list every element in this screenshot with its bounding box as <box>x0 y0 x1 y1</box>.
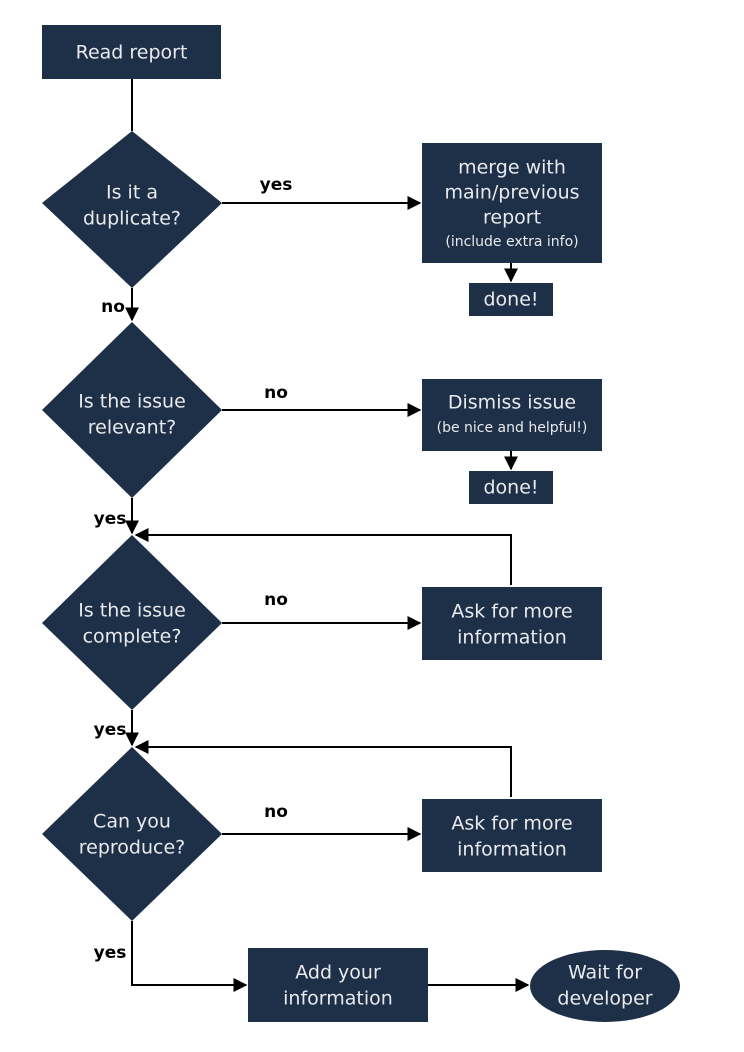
ask-more-1-label-line2: information <box>457 627 567 649</box>
dismiss-issue-label: Dismiss issue <box>448 392 576 414</box>
node-is-duplicate[interactable]: Is it a duplicate? <box>42 131 222 288</box>
done-dismiss-label: done! <box>483 477 538 499</box>
is-complete-label-line1: Is the issue <box>78 600 186 622</box>
wait-for-developer-label-line1: Wait for <box>568 962 642 984</box>
is-relevant-label-line2: relevant? <box>88 417 177 439</box>
edge-label-duplicate-no: no <box>101 297 125 317</box>
can-reproduce-diamond[interactable] <box>42 747 222 921</box>
merge-report-sublabel: (include extra info) <box>445 234 578 250</box>
merge-report-box[interactable] <box>422 143 602 263</box>
edge-label-relevant-yes: yes <box>94 509 127 529</box>
edge-label-reproduce-yes: yes <box>94 943 127 963</box>
ask-more-1-box[interactable] <box>422 587 602 660</box>
can-reproduce-label-line1: Can you <box>93 811 171 833</box>
node-dismiss-issue[interactable]: Dismiss issue (be nice and helpful!) <box>422 379 602 451</box>
edge-label-complete-yes: yes <box>94 720 127 740</box>
merge-report-label-line2: main/previous <box>444 182 579 204</box>
is-duplicate-diamond[interactable] <box>42 131 222 288</box>
add-information-label-line2: information <box>283 988 393 1010</box>
node-is-relevant[interactable]: Is the issue relevant? <box>42 322 222 498</box>
is-relevant-label-line1: Is the issue <box>78 391 186 413</box>
node-ask-more-2[interactable]: Ask for more information <box>422 799 602 872</box>
node-done-dismiss[interactable]: done! <box>469 471 553 504</box>
ask-more-2-label-line1: Ask for more <box>451 813 572 835</box>
edge-labels: yes no no yes no yes no yes <box>94 175 293 963</box>
is-complete-diamond[interactable] <box>42 535 222 710</box>
node-is-complete[interactable]: Is the issue complete? <box>42 535 222 710</box>
edge-ask-more-1-loopback <box>134 528 512 585</box>
node-read-report[interactable]: Read report <box>42 25 221 79</box>
is-relevant-diamond[interactable] <box>42 322 222 498</box>
wait-for-developer-label-line2: developer <box>557 988 652 1010</box>
connectors <box>125 79 530 992</box>
edge-label-reproduce-no: no <box>264 802 288 822</box>
node-add-information[interactable]: Add your information <box>248 948 428 1022</box>
done-merge-label: done! <box>483 289 538 311</box>
is-duplicate-label-line2: duplicate? <box>83 208 181 230</box>
can-reproduce-label-line2: reproduce? <box>79 837 186 859</box>
read-report-box[interactable] <box>42 25 221 79</box>
ask-more-2-label-line2: information <box>457 839 567 861</box>
edge-label-duplicate-yes: yes <box>260 175 293 195</box>
edge-reproduce-yes <box>131 921 248 992</box>
edge-label-complete-no: no <box>264 590 288 610</box>
ask-more-1-label-line1: Ask for more <box>451 601 572 623</box>
merge-report-label-line1: merge with <box>458 157 566 179</box>
node-merge-report[interactable]: merge with main/previous report (include… <box>422 143 602 263</box>
node-wait-for-developer[interactable]: Wait for developer <box>530 950 680 1022</box>
node-done-merge[interactable]: done! <box>469 283 553 316</box>
done-merge-box[interactable] <box>469 283 553 316</box>
wait-for-developer-ellipse[interactable] <box>530 950 680 1022</box>
dismiss-issue-sublabel: (be nice and helpful!) <box>437 420 588 436</box>
dismiss-issue-box[interactable] <box>422 379 602 451</box>
is-duplicate-label-line1: Is it a <box>106 182 158 204</box>
done-dismiss-box[interactable] <box>469 471 553 504</box>
add-information-label-line1: Add your <box>295 962 381 984</box>
read-report-label: Read report <box>76 42 188 64</box>
edge-label-relevant-no: no <box>264 383 288 403</box>
node-can-reproduce[interactable]: Can you reproduce? <box>42 747 222 921</box>
is-complete-label-line2: complete? <box>83 626 182 648</box>
edge-ask-more-2-loopback <box>134 740 512 797</box>
node-ask-more-1[interactable]: Ask for more information <box>422 587 602 660</box>
add-information-box[interactable] <box>248 948 428 1022</box>
merge-report-label-line3: report <box>483 207 541 229</box>
ask-more-2-box[interactable] <box>422 799 602 872</box>
